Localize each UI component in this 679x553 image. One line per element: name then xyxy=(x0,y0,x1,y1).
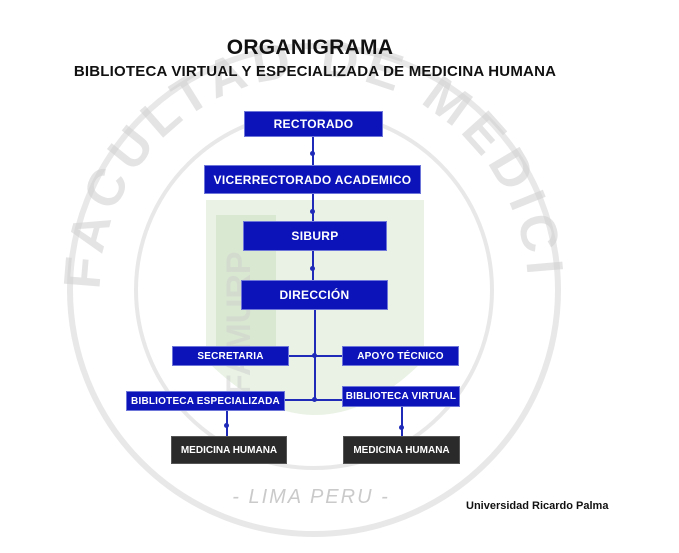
connector-dot xyxy=(310,151,315,156)
org-node-direccion: DIRECCIÓN xyxy=(241,280,388,310)
connector-dot xyxy=(312,397,317,402)
connector-dot xyxy=(312,353,317,358)
org-node-siburp: SIBURP xyxy=(243,221,387,251)
connector-dot xyxy=(310,266,315,271)
org-node-biblioteca-virtual: BIBLIOTECA VIRTUAL xyxy=(342,386,460,407)
connector-virtual-medicina xyxy=(401,406,403,436)
seal-bottom-text: - LIMA PERU - xyxy=(232,486,390,508)
org-node-medicina-humana-left: MEDICINA HUMANA xyxy=(171,436,287,464)
page-subtitle: BIBLIOTECA VIRTUAL Y ESPECIALIZADA DE ME… xyxy=(73,63,557,80)
institution-name: Universidad Ricardo Palma xyxy=(466,500,609,512)
connector-especializada-medicina xyxy=(226,409,228,436)
org-node-biblioteca-especializada: BIBLIOTECA ESPECIALIZADA xyxy=(126,391,285,411)
org-node-secretaria: SECRETARIA xyxy=(172,346,289,366)
connector-dot xyxy=(399,425,404,430)
connector-siburp-direccion xyxy=(312,250,314,280)
connector-dot xyxy=(224,423,229,428)
seal-inner-text: FAMURP xyxy=(220,251,258,395)
org-node-apoyo-tecnico: APOYO TÉCNICO xyxy=(342,346,459,366)
connector-vicerrectorado-siburp xyxy=(312,193,314,221)
page-title: ORGANIGRAMA xyxy=(226,36,394,59)
connector-dot xyxy=(310,209,315,214)
org-node-rectorado: RECTORADO xyxy=(244,111,383,137)
org-node-vicerrectorado: VICERRECTORADO ACADEMICO xyxy=(204,165,421,194)
org-node-medicina-humana-right: MEDICINA HUMANA xyxy=(343,436,460,464)
